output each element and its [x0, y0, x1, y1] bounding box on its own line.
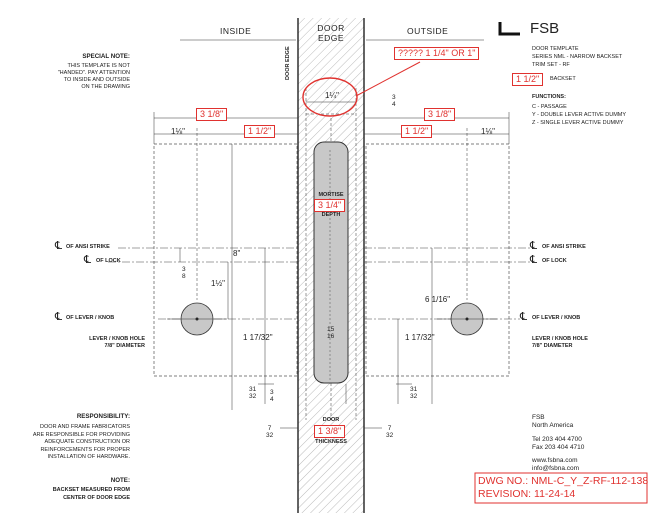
dim-three-quarter: 3 4 — [392, 94, 396, 108]
dim-fifteen-sixteenths: 15 16 — [327, 326, 335, 340]
header-outside: OUTSIDE — [407, 26, 449, 36]
mortise-slot — [313, 141, 349, 384]
dim-three-quarter-low: 3 4 — [270, 389, 274, 403]
dim-1-17-32-left: 1 17/32" — [243, 333, 273, 342]
cl-icon-ansi-right: ℄ — [530, 240, 538, 252]
door-thickness-bottom: THICKNESS — [315, 439, 347, 445]
dim-three-eighths: 3 8 — [182, 266, 186, 280]
dim-1-17-32-right: 1 17/32" — [405, 333, 435, 342]
left-3-1-8: 3 1/8" — [196, 108, 228, 121]
note-body: BACKSET MEASURED FROM CENTER OF DOOR EDG… — [52, 487, 130, 501]
cl-lever-right: OF LEVER / KNOB — [532, 315, 581, 321]
functions-title: FUNCTIONS: — [532, 94, 566, 100]
lever-hole-right-label: LEVER / KNOB HOLE 7/8" DIAMETER — [532, 336, 588, 349]
cl-icon-lock-right: ℄ — [530, 254, 538, 266]
dim-top-quarter: 1¼" — [325, 91, 339, 100]
red-callout-circle — [302, 77, 358, 117]
responsibility-title: RESPONSIBILITY: — [76, 413, 130, 420]
thickness-value: 1 3/8" — [314, 425, 346, 438]
left-1-1-2: 1 1/2" — [244, 125, 276, 138]
cl-icon-ansi-left: ℄ — [55, 240, 63, 252]
template-line3: TRIM SET - RF — [532, 62, 570, 68]
mortise-label: MORTISE — [318, 192, 344, 198]
right-3-1-8: 3 1/8" — [424, 108, 456, 121]
brand-logo: FSB — [530, 20, 560, 37]
door-thickness-top: DOOR — [322, 417, 340, 423]
template-line2: SERIES NML - NARROW BACKSET — [532, 54, 623, 60]
responsibility-body: DOOR AND FRAME FABRICATORS ARE RESPONSIB… — [32, 424, 130, 460]
dim-six-sixteenth: 6 1/16" — [425, 295, 451, 304]
functions-list: C - PASSAGE Y - DOUBLE LEVER ACTIVE DUMM… — [532, 104, 627, 126]
dim-one-half: 1½" — [211, 279, 225, 288]
cl-lock-left: OF LOCK — [96, 258, 121, 264]
note-title: NOTE: — [110, 477, 130, 484]
backset-value: 1 1/2" — [512, 73, 544, 86]
cl-ansi-left: OF ANSI STRIKE — [66, 244, 110, 250]
revision: REVISION: 11-24-14 — [478, 488, 576, 500]
mortise-depth-label: DEPTH — [321, 212, 341, 218]
contact-web: www.fsbna.com info@fsbna.com — [532, 457, 580, 472]
dwg-number: DWG NO.: NML-C_Y_Z-RF-112-138 — [478, 475, 649, 487]
special-note-body: THIS TEMPLATE IS NOT "HANDED". PAY ATTEN… — [57, 63, 130, 90]
cl-lock-right: OF LOCK — [542, 258, 567, 264]
template-line1: DOOR TEMPLATE — [532, 46, 579, 52]
dim-31-32-left: 31 32 — [249, 386, 257, 400]
dim-one-eighth-left: 1⅛" — [171, 127, 185, 136]
cl-icon-lever-right: ℄ — [520, 311, 528, 323]
mortise-depth-value: 3 1/4" — [314, 199, 346, 212]
cl-lever-left: OF LEVER / KNOB — [66, 315, 115, 321]
question-note: ????? 1 1/4" OR 1" — [394, 47, 480, 60]
dim-7-32-right: 7 32 — [386, 425, 394, 439]
cl-icon-lock-left: ℄ — [84, 254, 92, 266]
dim-7-32-left: 7 32 — [266, 425, 274, 439]
red-dwg-box — [474, 472, 648, 504]
cl-ansi-right: OF ANSI STRIKE — [542, 244, 586, 250]
right-1-1-2: 1 1/2" — [401, 125, 433, 138]
contact-name: FSB North America — [532, 414, 574, 429]
special-note-title: SPECIAL NOTE: — [82, 53, 130, 60]
contact-phone: Tel 203 404 4700 Fax 203 404 4710 — [532, 436, 585, 451]
header-inside: INSIDE — [220, 26, 252, 36]
header-door-edge: DOOR EDGE — [317, 23, 345, 43]
cl-icon-lever-left: ℄ — [55, 311, 63, 323]
dim-one-eighth-right: 1⅛" — [481, 127, 495, 136]
lever-hole-left-label: LEVER / KNOB HOLE 7/8" DIAMETER — [89, 336, 145, 349]
backset-label: BACKSET — [550, 76, 576, 82]
dim-eight: 8" — [233, 249, 241, 258]
dim-31-32-right: 31 32 — [410, 386, 418, 400]
door-edge-vertical-label: DOOR EDGE — [285, 46, 291, 80]
